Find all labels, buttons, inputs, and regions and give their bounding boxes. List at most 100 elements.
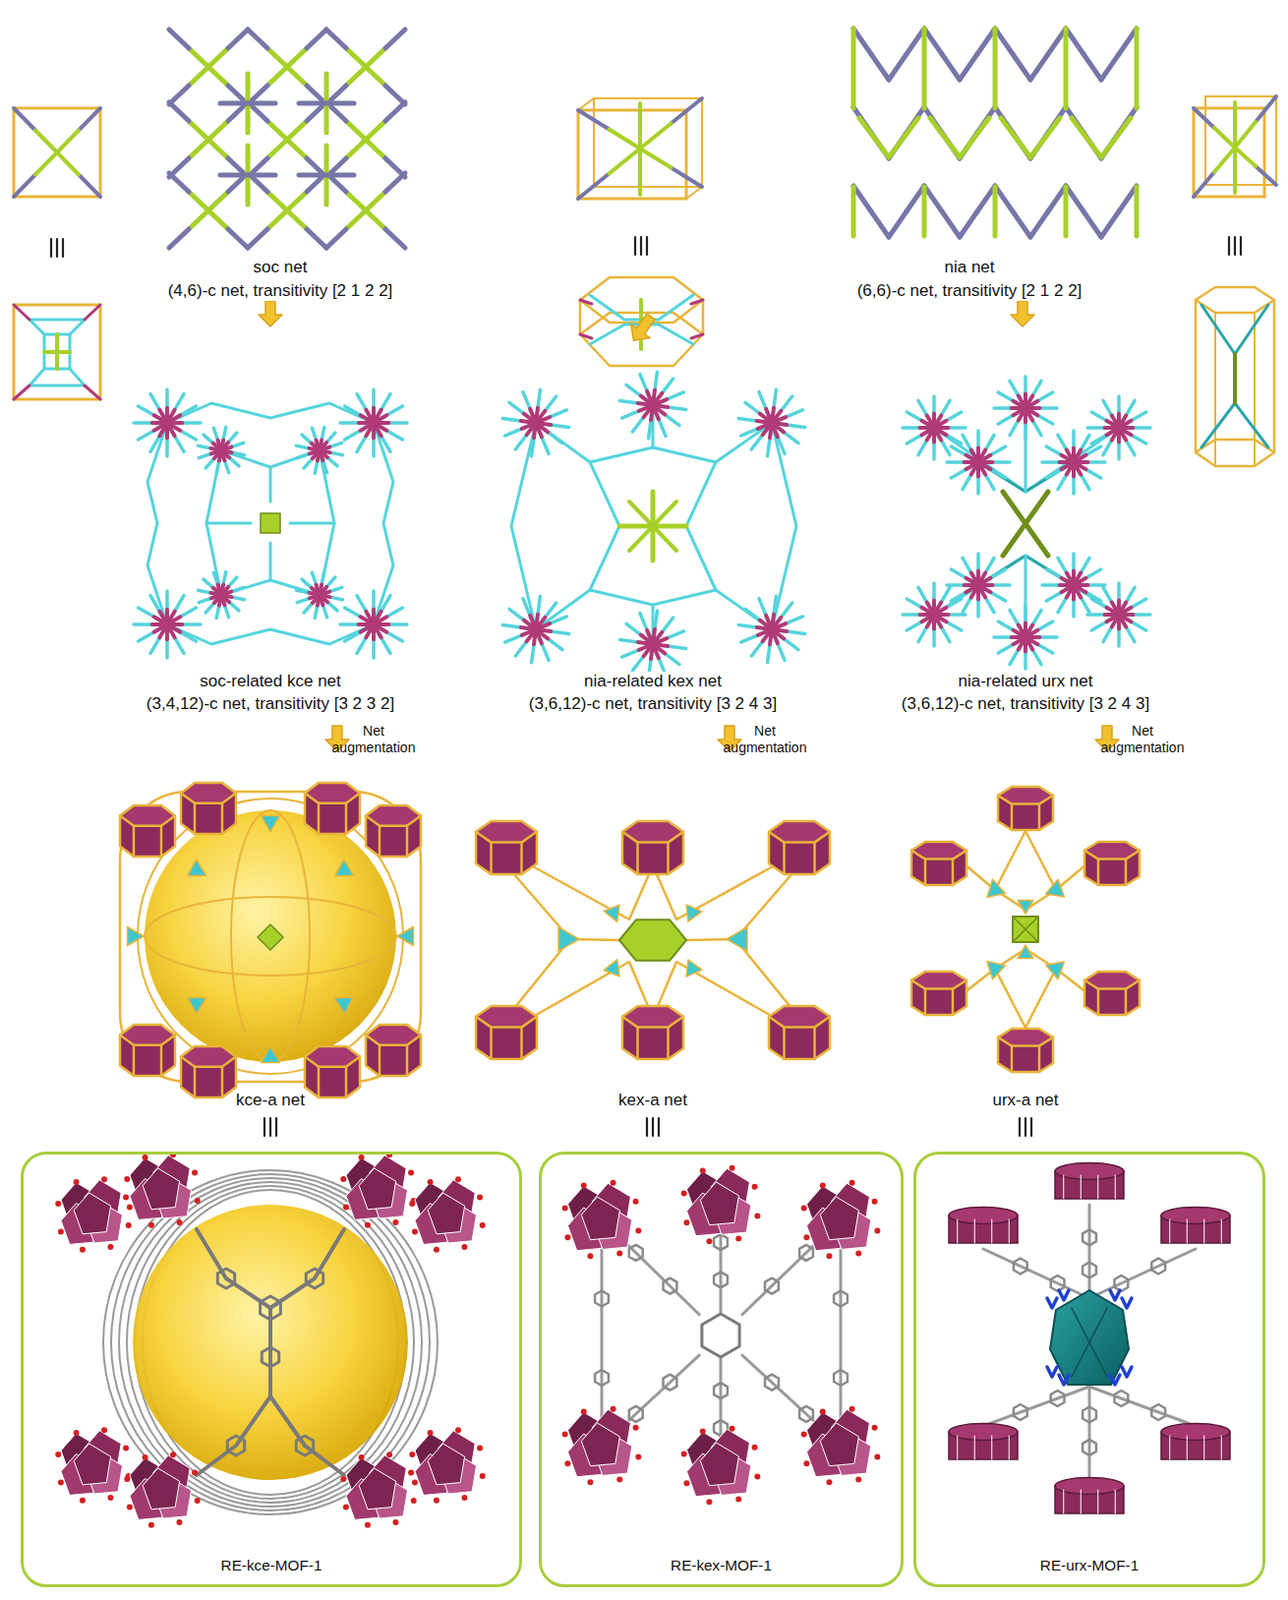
linker-arm bbox=[976, 430, 981, 449]
green-linker bbox=[629, 501, 677, 551]
net-edge bbox=[924, 185, 942, 212]
benzene-ring bbox=[663, 1278, 678, 1294]
linker-arm bbox=[1125, 586, 1135, 602]
linker-arm bbox=[1042, 583, 1060, 587]
cluster-edge bbox=[1008, 1219, 1010, 1243]
linker-arm bbox=[1037, 392, 1053, 402]
linker-arm bbox=[1130, 621, 1146, 631]
net-edge bbox=[306, 229, 327, 248]
linker-arm bbox=[138, 607, 155, 617]
linker-cage bbox=[118, 1177, 422, 1507]
net-edge bbox=[640, 123, 672, 150]
cluster-arm bbox=[1025, 630, 1038, 638]
cluster-arm bbox=[934, 607, 946, 615]
linker-arm bbox=[381, 435, 391, 452]
linker-arm bbox=[745, 608, 761, 620]
net-edge bbox=[686, 186, 703, 199]
linker-arm bbox=[777, 436, 785, 454]
linker-arm bbox=[381, 637, 391, 653]
linker-arm bbox=[664, 652, 680, 664]
green-node bbox=[1012, 916, 1039, 942]
prism-top bbox=[475, 820, 537, 843]
oxygen-atom bbox=[427, 1429, 434, 1436]
linker-arm bbox=[947, 425, 966, 430]
net-edge bbox=[208, 210, 229, 230]
net-edge bbox=[959, 211, 978, 237]
cube-outline bbox=[593, 98, 703, 187]
net-edge bbox=[1012, 211, 1031, 237]
oxygen-atom bbox=[825, 1478, 832, 1485]
linker-arm bbox=[549, 616, 567, 624]
equivalence-sign bbox=[634, 236, 637, 255]
equivalence-sign bbox=[61, 238, 64, 257]
nitrogen-bond bbox=[1110, 1374, 1120, 1385]
net-edge bbox=[57, 130, 79, 154]
cluster-arm bbox=[167, 414, 180, 423]
linker-arm bbox=[773, 595, 776, 615]
linker-arm bbox=[381, 595, 391, 612]
equivalence-sign bbox=[657, 1117, 660, 1136]
oxygen-atom bbox=[126, 1203, 133, 1210]
organic-linker bbox=[600, 1219, 604, 1446]
cluster-arm bbox=[535, 623, 550, 630]
oxygen-atom bbox=[819, 1181, 826, 1188]
cluster-top bbox=[948, 1207, 1018, 1225]
cluster-edge bbox=[1203, 1435, 1205, 1460]
benzene-ring bbox=[594, 1290, 609, 1307]
net-label: Net augmentation bbox=[321, 722, 426, 757]
linker-arm bbox=[371, 389, 376, 409]
linker-arm bbox=[759, 598, 766, 616]
oxygen-atom bbox=[872, 1198, 879, 1205]
oxygen-atom bbox=[476, 1445, 483, 1452]
linker-arm bbox=[1023, 650, 1028, 669]
metal-cluster bbox=[427, 1192, 465, 1234]
oxygen-atom bbox=[819, 1407, 826, 1414]
net-edge bbox=[287, 139, 307, 159]
green-linker bbox=[629, 501, 677, 551]
net-edge bbox=[385, 85, 406, 105]
net-edge bbox=[1030, 211, 1049, 237]
oxygen-atom bbox=[803, 1233, 810, 1240]
linker-arm bbox=[165, 639, 170, 658]
linker-arm bbox=[945, 621, 961, 631]
linker-arm bbox=[990, 591, 1005, 601]
linker-arm bbox=[133, 622, 153, 627]
cyan-cage bbox=[29, 319, 85, 386]
equivalence-sign bbox=[1024, 1117, 1027, 1136]
linker-arm bbox=[664, 413, 680, 425]
net-edge bbox=[1194, 299, 1198, 453]
oxygen-atom bbox=[461, 1243, 468, 1250]
net-edge bbox=[977, 28, 996, 55]
triangle-linker bbox=[987, 961, 1006, 980]
prism-edge bbox=[1038, 1046, 1042, 1072]
linker-arm bbox=[741, 428, 759, 436]
green-linker bbox=[859, 117, 919, 158]
oxygen-atom bbox=[681, 1450, 688, 1457]
linker-arm bbox=[1057, 557, 1067, 573]
triangle-linker bbox=[187, 996, 207, 1014]
linker-arm bbox=[997, 621, 1013, 631]
net-edge bbox=[924, 28, 942, 55]
prism-edge bbox=[317, 1066, 321, 1098]
linker-arm bbox=[550, 631, 570, 634]
net-edge bbox=[589, 462, 620, 590]
linker-arm bbox=[654, 610, 657, 630]
triangle-linker bbox=[603, 959, 620, 977]
oxygen-atom bbox=[562, 1204, 569, 1211]
net-edge bbox=[1025, 948, 1056, 1028]
cluster-edge bbox=[1169, 1219, 1171, 1243]
linker-arm bbox=[1080, 557, 1090, 573]
net-edge bbox=[579, 299, 583, 335]
linker-arm bbox=[666, 392, 684, 400]
prism-top bbox=[119, 805, 176, 826]
linker-arm bbox=[992, 583, 1010, 587]
oxygen-atom bbox=[705, 1237, 712, 1244]
linker-arm bbox=[547, 431, 563, 443]
prism-edge bbox=[378, 1045, 382, 1076]
linker-arm bbox=[906, 411, 922, 421]
prism-edge bbox=[1038, 804, 1042, 830]
oxygen-atom bbox=[409, 1451, 415, 1458]
net-edge bbox=[1201, 403, 1269, 448]
cluster-arm bbox=[978, 578, 991, 586]
net-edge bbox=[247, 101, 276, 107]
